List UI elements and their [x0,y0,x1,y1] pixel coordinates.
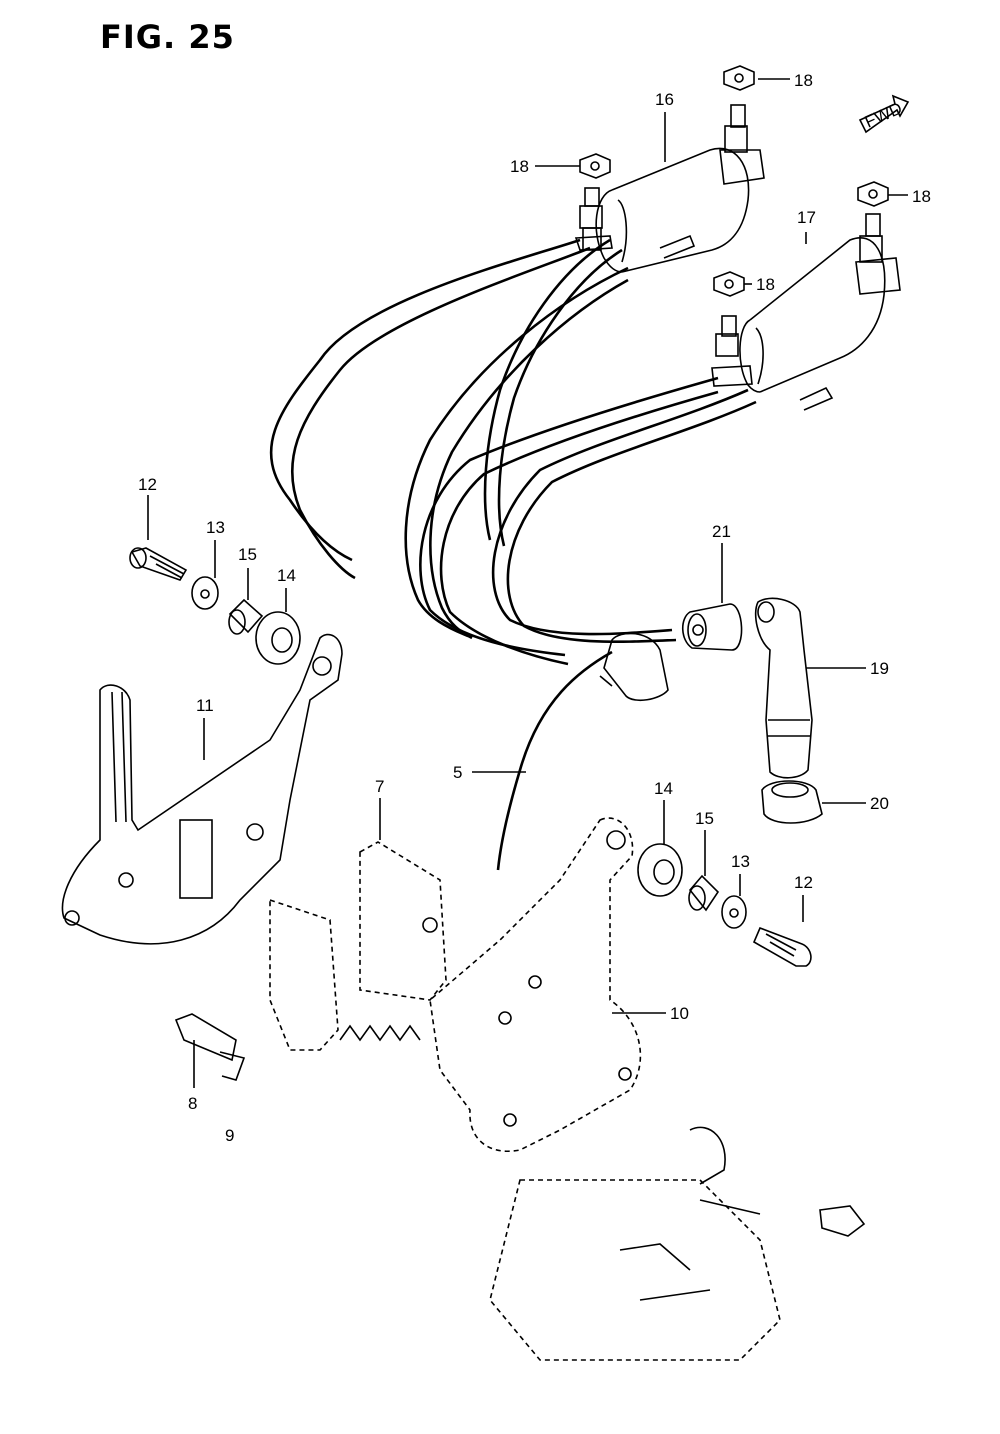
washer-13-right [721,895,747,929]
callout-10: 10 [670,1004,689,1023]
callout-17: 17 [797,208,816,227]
callout-13-left: 13 [206,518,225,537]
plug-cap-19 [754,597,813,779]
cushion-14-right [637,843,683,897]
callout-18-mid: 18 [756,275,775,294]
bracket-11 [61,633,343,945]
ignition-coil-16 [574,104,765,273]
callout-18-left: 18 [510,157,529,176]
high-tension-cords [269,238,757,666]
callout-12-right: 12 [794,873,813,892]
callout-15-left: 15 [238,545,257,564]
spacer-15-left [228,598,264,635]
lead-wire-5 [496,632,669,871]
callout-13-right: 13 [731,852,750,871]
washer-13-left [191,576,219,610]
screw-12-left [129,547,188,581]
callout-12-left: 12 [138,475,157,494]
callout-11: 11 [196,696,214,715]
callout-18-top: 18 [794,71,813,90]
callout-19: 19 [870,659,889,678]
callout-15-right: 15 [695,809,714,828]
nut-18-top [723,65,755,91]
forward-arrow-icon: FWD [858,94,910,134]
nut-18-right [857,181,889,207]
callout-labels: 16 17 18 18 18 18 12 13 15 14 11 21 19 2… [138,71,931,1145]
callout-9: 9 [225,1126,234,1145]
callout-21: 21 [712,522,731,541]
callout-20: 20 [870,794,889,813]
bolt-8 [174,1013,246,1081]
callout-14-left: 14 [277,566,296,585]
figure-title: FIG. 25 [100,18,235,56]
fwd-label: FWD [862,99,905,132]
cushion-14-left [255,611,301,665]
spacer-15-right [688,874,720,912]
callout-18-right: 18 [912,187,931,206]
nut-18-left [579,153,611,179]
plug-cap-21 [681,603,743,651]
leader-lines [147,78,908,1088]
callout-8: 8 [188,1094,197,1113]
bracket-10 [429,817,642,1152]
screw-12-right [752,926,812,967]
callout-5: 5 [453,763,462,782]
nut-18-mid [713,271,745,297]
ignition-coil-17 [711,213,901,411]
engine-fragment [489,1126,866,1361]
callout-14-right: 14 [654,779,673,798]
callout-7: 7 [375,777,384,796]
callout-16: 16 [655,90,674,109]
igniter-unit-7 [269,841,447,1051]
seal-20 [761,780,823,824]
